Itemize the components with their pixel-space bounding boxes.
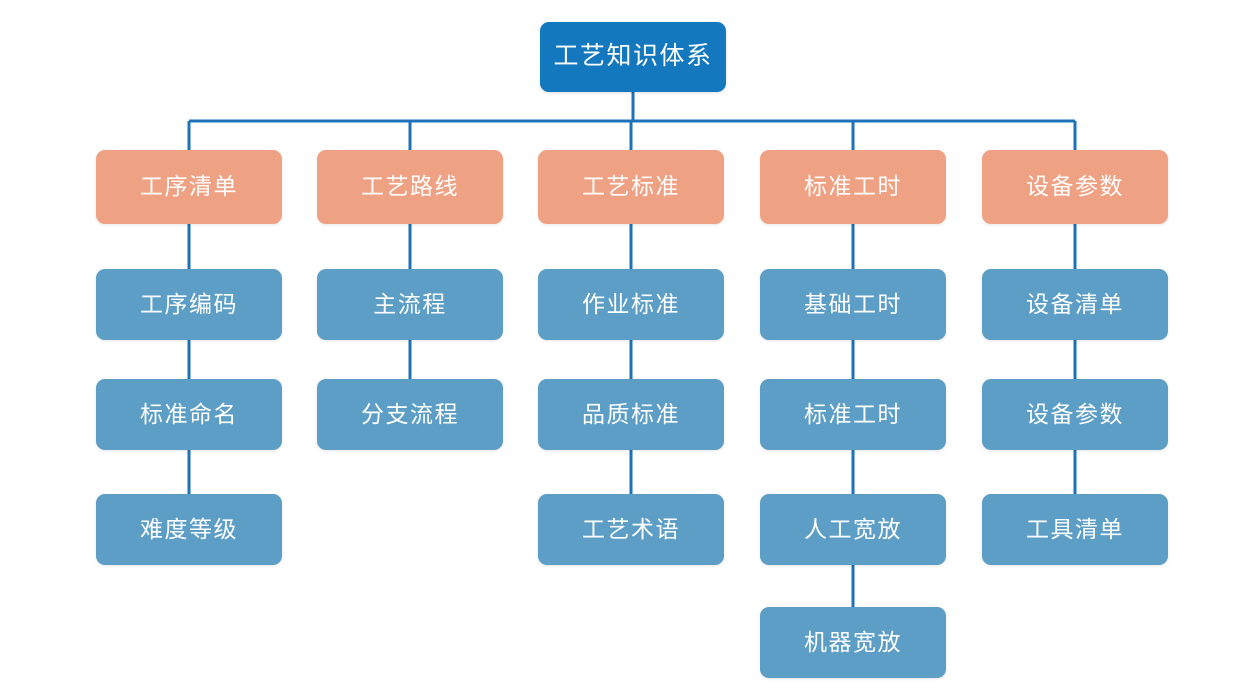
node-level3-4-1-label: 设备参数: [1026, 400, 1124, 427]
node-level3-4-0[interactable]: 设备清单: [982, 269, 1168, 340]
node-level3-3-0[interactable]: 基础工时: [760, 269, 946, 340]
node-level3-0-1-label: 标准命名: [140, 400, 238, 427]
node-level3-3-1[interactable]: 标准工时: [760, 379, 946, 450]
node-level3-3-1-label: 标准工时: [804, 400, 902, 427]
node-level3-3-3[interactable]: 机器宽放: [760, 607, 946, 678]
node-level3-2-1-label: 品质标准: [582, 400, 680, 427]
node-level3-0-0[interactable]: 工序编码: [96, 269, 282, 340]
node-level3-2-0-label: 作业标准: [582, 290, 680, 317]
node-level3-2-1[interactable]: 品质标准: [538, 379, 724, 450]
node-level2-0-label: 工序清单: [140, 173, 238, 200]
node-level3-3-0-label: 基础工时: [804, 290, 902, 317]
node-level3-4-1[interactable]: 设备参数: [982, 379, 1168, 450]
node-level3-2-0[interactable]: 作业标准: [538, 269, 724, 340]
node-level2-3-label: 标准工时: [804, 173, 902, 200]
node-level3-0-1[interactable]: 标准命名: [96, 379, 282, 450]
node-level3-1-1-label: 分支流程: [361, 400, 459, 427]
node-level2-2[interactable]: 工艺标准: [538, 150, 724, 224]
node-level2-4-label: 设备参数: [1026, 173, 1124, 200]
node-root-label: 工艺知识体系: [553, 42, 713, 71]
node-level2-1-label: 工艺路线: [361, 173, 459, 200]
node-level3-2-2-label: 工艺术语: [582, 515, 680, 542]
node-level2-2-label: 工艺标准: [582, 173, 680, 200]
node-level2-1[interactable]: 工艺路线: [317, 150, 503, 224]
node-level3-0-2[interactable]: 难度等级: [96, 494, 282, 565]
node-level3-2-2[interactable]: 工艺术语: [538, 494, 724, 565]
node-level3-3-2-label: 人工宽放: [804, 515, 902, 542]
node-level3-1-0-label: 主流程: [373, 290, 447, 317]
node-level2-4[interactable]: 设备参数: [982, 150, 1168, 224]
node-level3-0-0-label: 工序编码: [140, 290, 238, 317]
node-level3-0-2-label: 难度等级: [140, 515, 238, 542]
node-level3-1-1[interactable]: 分支流程: [317, 379, 503, 450]
node-level3-4-0-label: 设备清单: [1026, 290, 1124, 317]
node-level3-1-0[interactable]: 主流程: [317, 269, 503, 340]
node-root[interactable]: 工艺知识体系: [540, 22, 726, 92]
node-level3-4-2-label: 工具清单: [1026, 515, 1124, 542]
node-level2-0[interactable]: 工序清单: [96, 150, 282, 224]
node-level2-3[interactable]: 标准工时: [760, 150, 946, 224]
node-level3-3-2[interactable]: 人工宽放: [760, 494, 946, 565]
node-level3-3-3-label: 机器宽放: [804, 628, 902, 655]
node-level3-4-2[interactable]: 工具清单: [982, 494, 1168, 565]
